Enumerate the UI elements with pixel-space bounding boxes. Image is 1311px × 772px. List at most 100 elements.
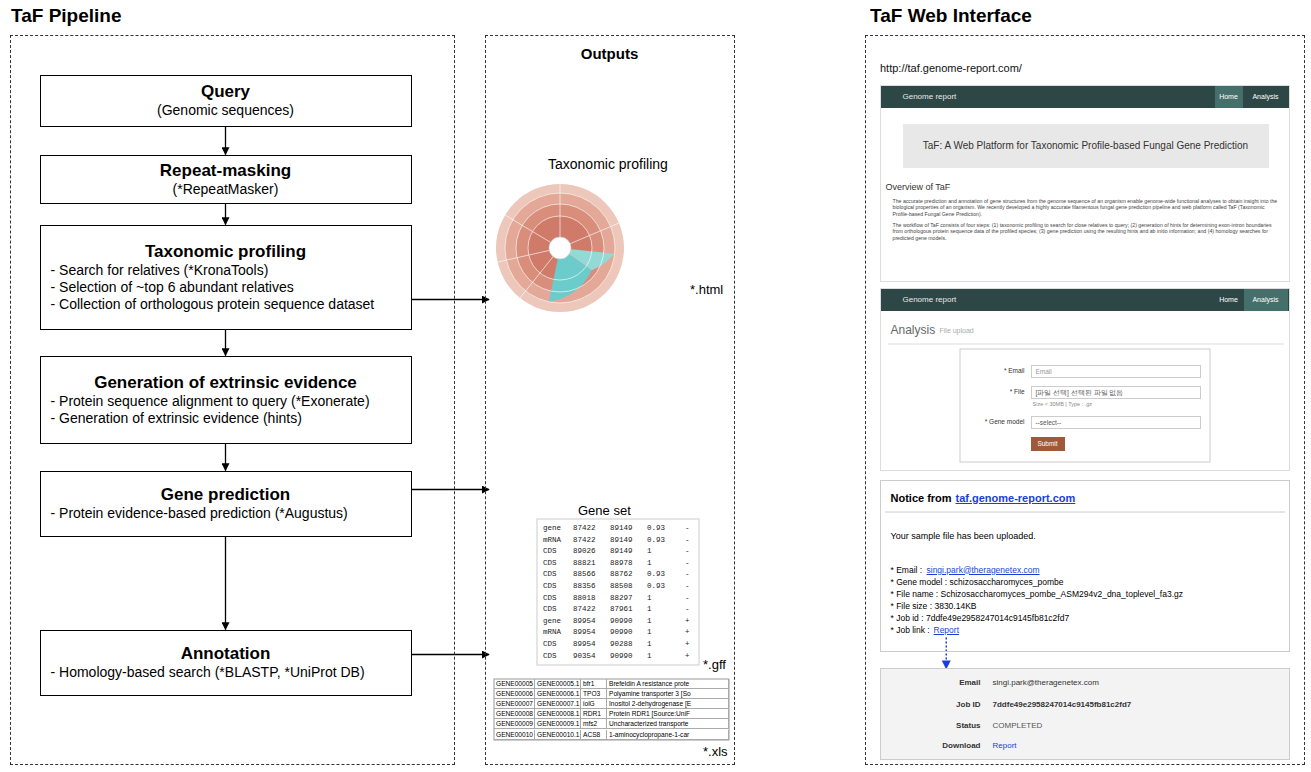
node-text: * Gene model — [941, 418, 1025, 425]
process-box: Gene prediction- Protein evidence-based … — [40, 471, 412, 537]
node-heading: TaF Web Interface — [870, 5, 1032, 27]
table-cell: ACS8 — [581, 730, 607, 740]
table-cell: 1 — [647, 639, 652, 649]
table-cell: 1 — [647, 651, 652, 661]
table-cell: bfr1 — [581, 679, 607, 689]
pipeline-panel: TaF PipelineQuery(Genomic sequences)Repe… — [10, 35, 455, 765]
table-cell: - — [685, 523, 690, 533]
output-label: Taxonomic profiling — [548, 156, 668, 172]
flow-arrow — [225, 444, 226, 471]
table-cell: 88566 — [573, 569, 596, 579]
table-cell: + — [685, 639, 690, 649]
table-cell: - — [685, 558, 690, 568]
flow-arrow — [412, 654, 490, 655]
node-text: - Protein evidence-based prediction (*Au… — [51, 505, 401, 522]
table-cell: CDS — [543, 581, 557, 591]
node-heading: Query — [51, 82, 401, 102]
node-heading: Repeat-masking — [51, 161, 401, 181]
table-cell: 88356 — [573, 581, 596, 591]
table-cell: GENE00009.1 — [535, 719, 581, 729]
table-cell: 0.93 — [647, 569, 665, 579]
form-frame — [960, 349, 1210, 462]
node-text: Status — [901, 721, 981, 730]
process-box: Repeat-masking(*RepeatMasker) — [40, 155, 412, 204]
table-cell: GENE00006 — [494, 689, 535, 699]
node-text: 7ddfe49e2958247014c9145fb81c2fd7 — [993, 700, 1132, 709]
table-cell: GENE00005 — [494, 679, 535, 689]
table-cell: 88978 — [610, 558, 633, 568]
node-text: Size < 30MB | Type : .gz — [1033, 401, 1093, 407]
table-cell: 89954 — [573, 627, 596, 637]
divider-line — [885, 512, 1285, 513]
table-cell: 0.93 — [647, 535, 665, 545]
node-text: * File size : 3830.14KB — [891, 601, 977, 611]
process-box: Query(Genomic sequences) — [40, 75, 412, 127]
table-cell: 87422 — [573, 604, 596, 614]
node-heading: Taxonomic profiling — [51, 242, 401, 262]
table-cell: + — [685, 627, 690, 637]
table-cell: GENE00010 — [494, 730, 535, 740]
node-heading: Annotation — [51, 644, 401, 664]
node-text: Report — [934, 625, 960, 635]
table-cell: RDR1 — [581, 709, 607, 719]
output-label: *.gff — [703, 657, 726, 672]
table-cell: 0.93 — [647, 581, 665, 591]
table-cell: + — [685, 651, 690, 661]
table-cell: CDS — [543, 651, 557, 661]
node-text: TaF: A Web Platform for Taxonomic Profil… — [903, 124, 1269, 168]
node-text: Overview of TaF — [886, 182, 951, 192]
output-label: *.html — [690, 282, 723, 297]
output-label: *.xls — [703, 744, 728, 759]
node-text: - Selection of ~top 6 abundant relatives — [51, 279, 401, 296]
node-text: The workflow of TaF consists of four ste… — [893, 222, 1278, 242]
table-cell: 90990 — [610, 627, 633, 637]
node-text: Home — [1215, 86, 1243, 108]
node-text: - Protein sequence alignment to query (*… — [51, 393, 401, 410]
table-cell: 0.93 — [647, 523, 665, 533]
node-heading: TaF Pipeline — [11, 5, 122, 27]
flow-arrow — [225, 330, 226, 356]
flow-arrow — [412, 299, 490, 300]
table-cell: 89954 — [573, 616, 596, 626]
node-heading: Email — [901, 678, 981, 687]
table-cell: CDS — [543, 569, 557, 579]
node-text: Analysis — [1244, 289, 1288, 311]
table-cell: 90354 — [573, 651, 596, 661]
node-heading: Outputs — [486, 45, 733, 62]
table-cell: - — [685, 581, 690, 591]
node-heading: Notice from — [891, 492, 952, 504]
table-cell: CDS — [543, 639, 557, 649]
process-box: Taxonomic profiling- Search for relative… — [40, 225, 412, 330]
table-cell: 89026 — [573, 546, 596, 556]
node-text: Download — [901, 741, 981, 750]
table-cell: gene — [543, 616, 561, 626]
node-text: * File — [961, 388, 1025, 395]
table-cell: - — [685, 535, 690, 545]
table-cell: 88018 — [573, 593, 596, 603]
table-cell: 1-aminocyclopropane-1-car — [607, 730, 729, 740]
flow-arrow — [225, 204, 226, 225]
table-cell: 89149 — [610, 535, 633, 545]
node-text: The accurate prediction and annotation o… — [893, 198, 1278, 218]
xls-frame — [494, 679, 729, 740]
table-cell: 90990 — [610, 616, 633, 626]
node-text: * File name : Schizosaccharomyces_pombe_… — [891, 589, 1183, 599]
process-box: Annotation- Homology-based search (*BLAS… — [40, 630, 412, 696]
status-box: Emailsingi.park@theragenetex.comJob ID7d… — [880, 668, 1290, 760]
table-cell: + — [685, 616, 690, 626]
table-cell: 90288 — [610, 639, 633, 649]
node-text: (Genomic sequences) — [51, 102, 401, 119]
flow-arrow — [946, 638, 948, 669]
table-cell: GENE00007 — [494, 699, 535, 709]
table-cell: Protein RDR1 [Source:UniF — [607, 709, 729, 719]
table-cell: 88762 — [610, 569, 633, 579]
node-text: taf.genome-report.com — [956, 492, 1076, 504]
table-cell: GENE00005.1 — [535, 679, 581, 689]
node-text: * Job link : — [891, 625, 930, 635]
table-cell: 1 — [647, 546, 652, 556]
node-text: Analysis — [1244, 86, 1288, 108]
table-cell: GENE00008 — [494, 709, 535, 719]
node-text: Analysis — [891, 323, 936, 337]
node-text: Your sample file has been uploaded. — [891, 531, 1036, 541]
